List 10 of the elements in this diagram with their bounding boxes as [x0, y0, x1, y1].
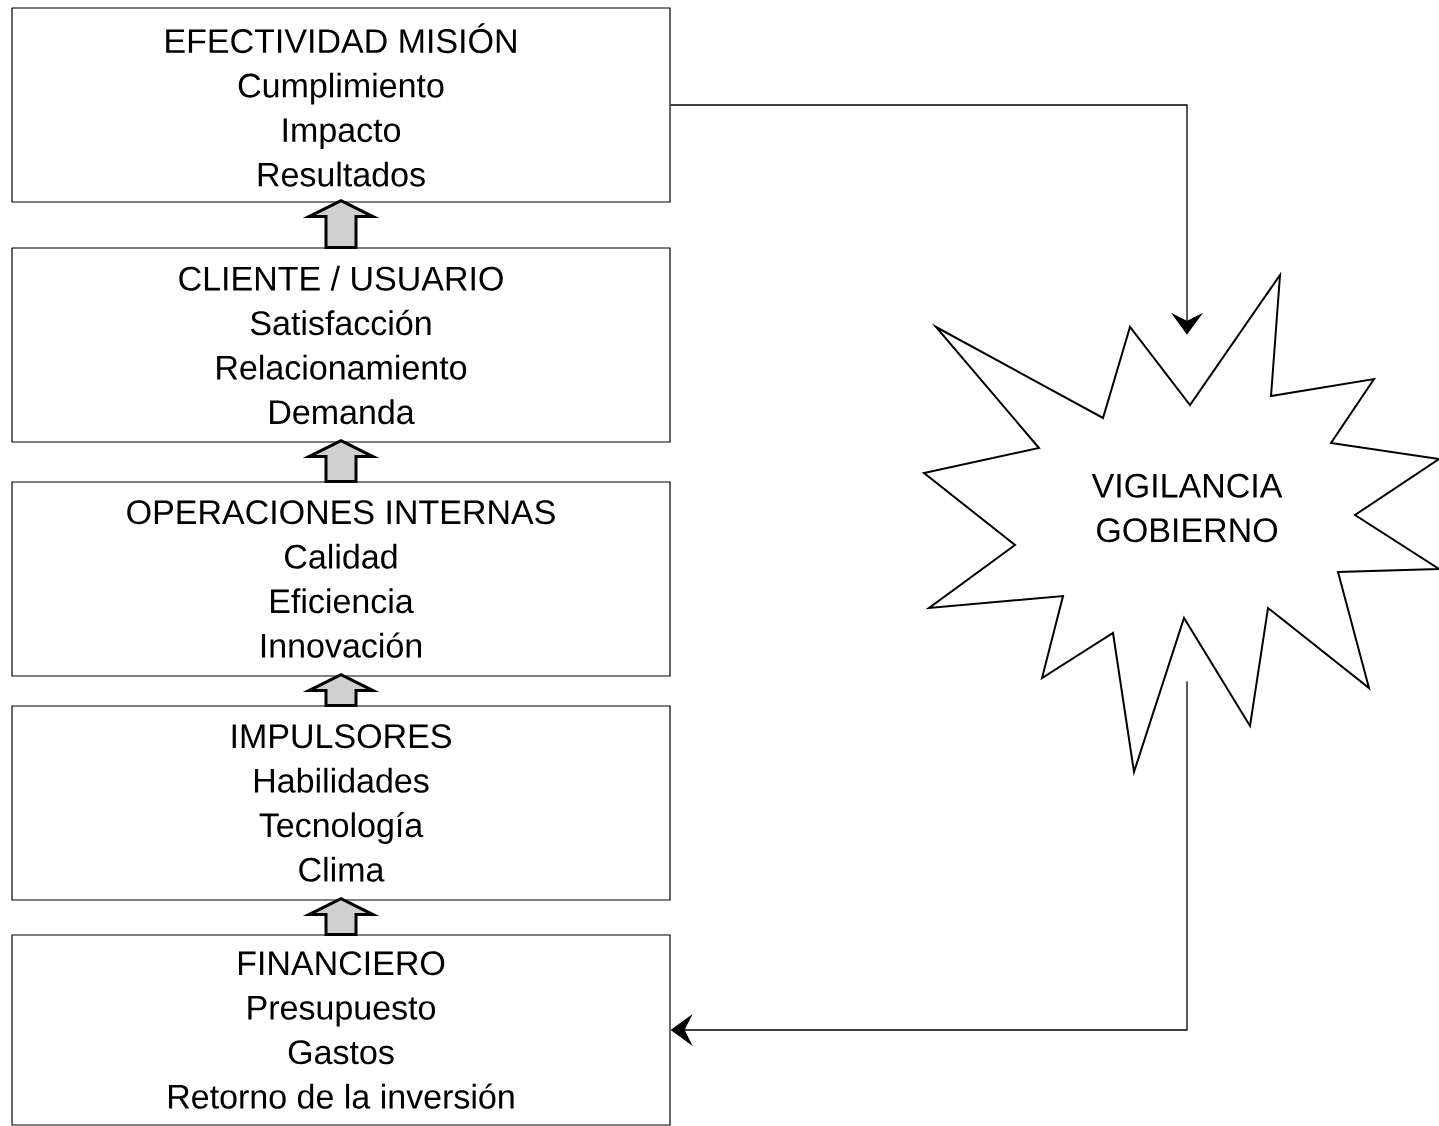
block-arrow [302, 672, 380, 707]
text-box: OPERACIONES INTERNAS Calidad Eficiencia Innovación [11, 481, 671, 677]
block-arrow [302, 198, 380, 249]
text-box: CLIENTE / USUARIO Satisfacción Relacionamiento Demanda [11, 247, 671, 443]
block-arrow [302, 896, 380, 936]
text-box: EFECTIVIDAD MISIÓN Cumplimiento Impacto Resultados [11, 7, 671, 203]
block-arrow [302, 438, 380, 483]
text-box: IMPULSORES Habilidades Tecnología Clima [11, 705, 671, 901]
arrow [669, 104, 1204, 335]
text-box: FINANCIERO Presupuesto Gastos Retorno de la inversión [11, 934, 671, 1126]
